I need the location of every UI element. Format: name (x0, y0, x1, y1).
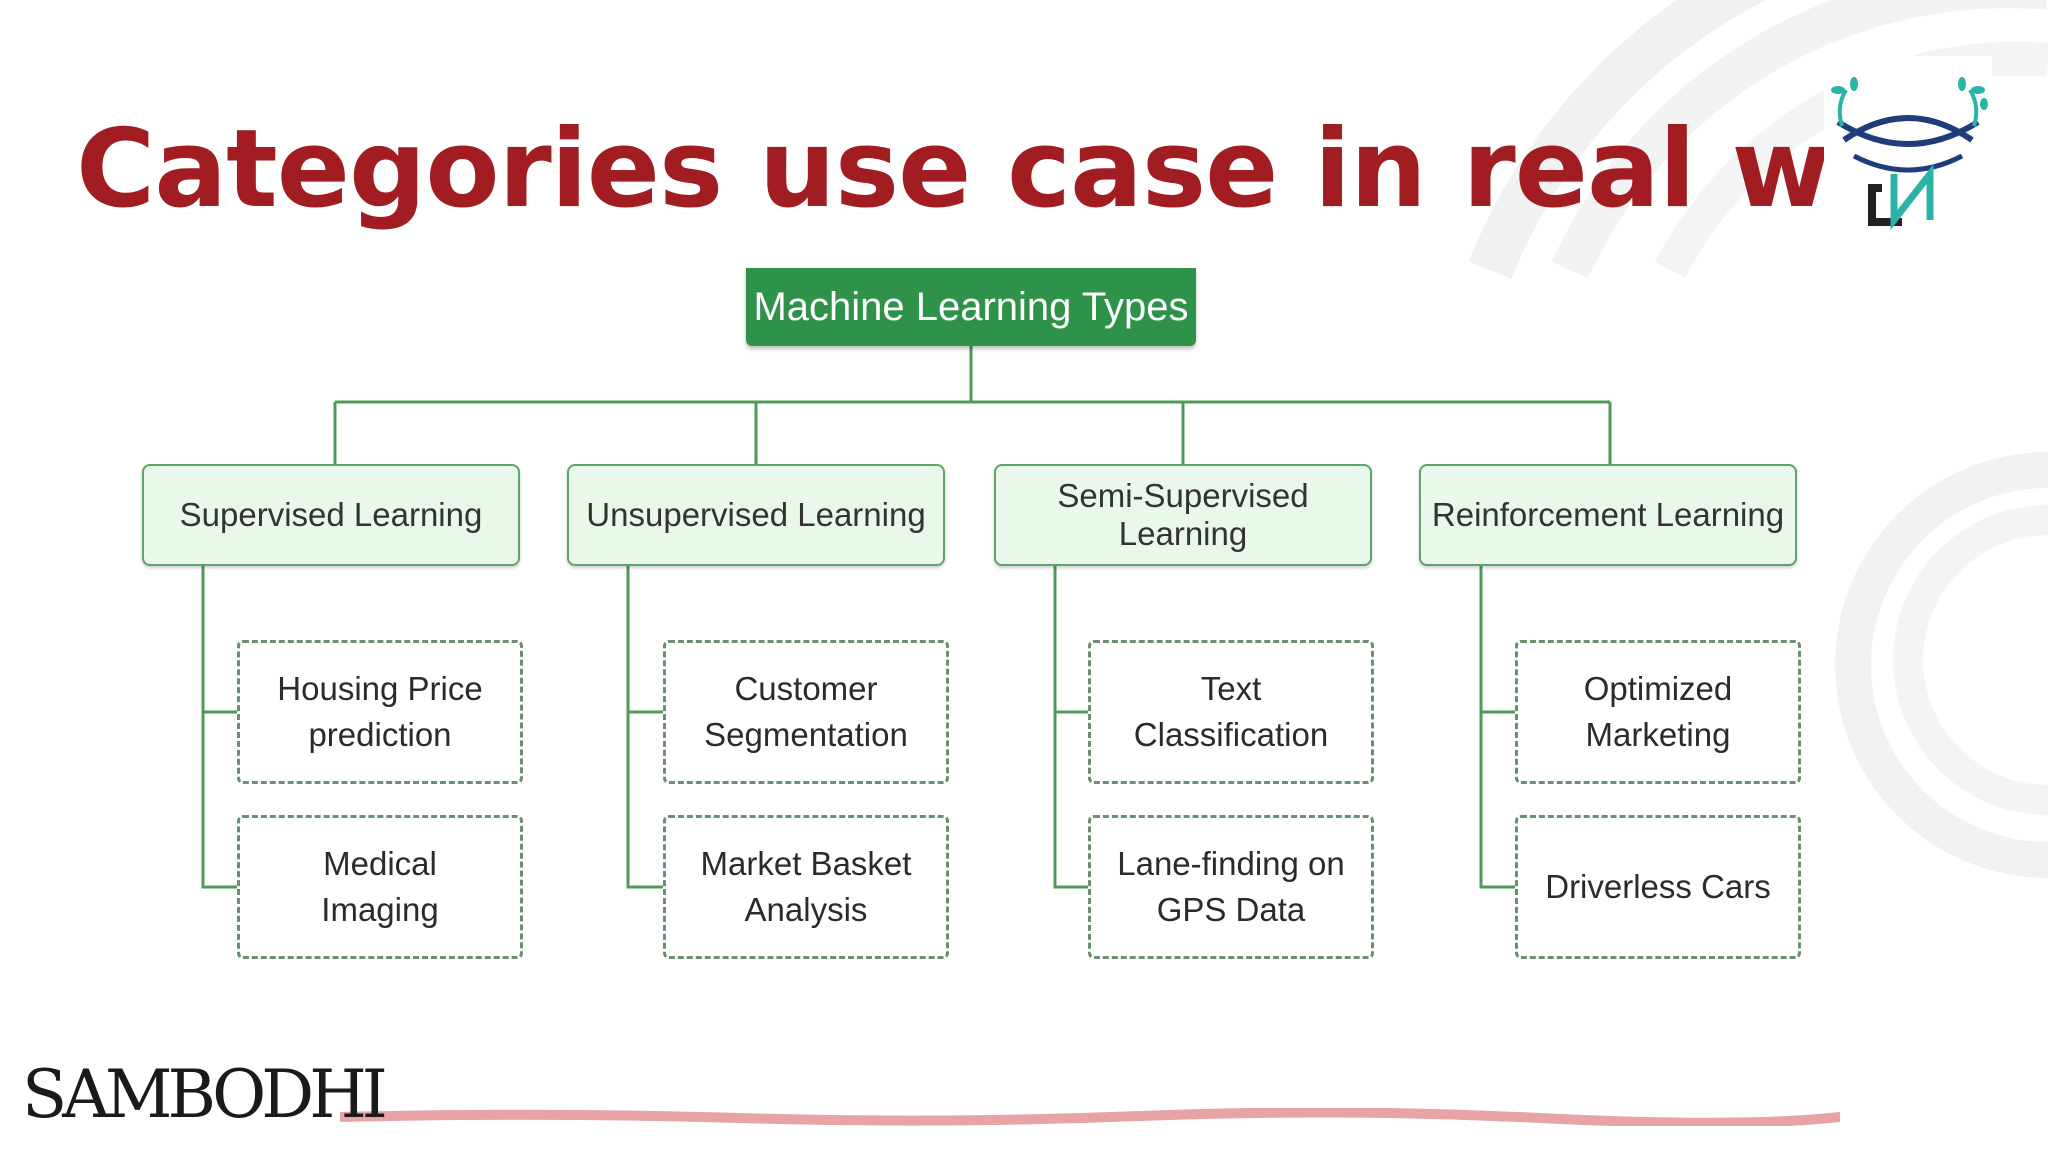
connector-branch-1 (201, 566, 237, 889)
sambodhi-logo: SAMBODHI (22, 1050, 388, 1140)
slide-title: Categories use case in real worl (76, 107, 1866, 232)
example-node-driverless-cars: Driverless Cars (1515, 815, 1801, 959)
category-node-unsupervised: Unsupervised Learning (567, 464, 945, 566)
sambodhi-logo-text: SAMBODHI (22, 1056, 388, 1133)
example-node-text-classification: Text Classification (1088, 640, 1374, 784)
example-node-optimized-marketing: Optimized Marketing (1515, 640, 1801, 784)
example-node-lane-finding: Lane-finding on GPS Data (1088, 815, 1374, 959)
category-node-semi-supervised: Semi-Supervised Learning (994, 464, 1372, 566)
root-node: Machine Learning Types (746, 268, 1196, 346)
footer-stripe (340, 1108, 1840, 1126)
example-node-market-basket: Market Basket Analysis (663, 815, 949, 959)
category-node-supervised: Supervised Learning (142, 464, 520, 566)
connector-branch-4 (1479, 566, 1515, 889)
example-node-medical-imaging: Medical Imaging (237, 815, 523, 959)
connector-branch-3 (1053, 566, 1088, 889)
connector-branch-2 (626, 566, 663, 889)
example-node-housing-price: Housing Price prediction (237, 640, 523, 784)
category-node-reinforcement: Reinforcement Learning (1419, 464, 1797, 566)
brand-logo-icon (1824, 56, 1992, 232)
example-node-customer-segmentation: Customer Segmentation (663, 640, 949, 784)
